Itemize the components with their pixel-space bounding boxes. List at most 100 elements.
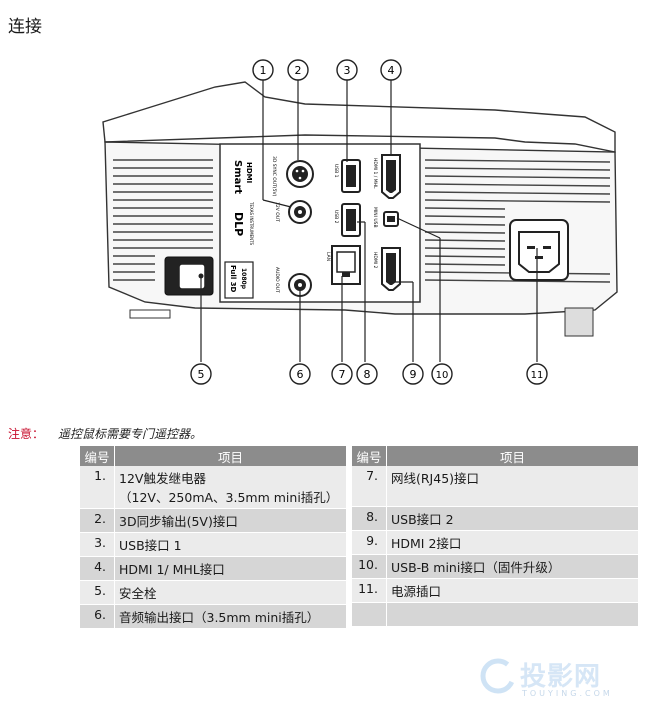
callout-3-num: 3 — [344, 64, 351, 77]
foot-left — [129, 309, 171, 319]
security-slot — [164, 256, 214, 296]
callout-9: 9 — [402, 363, 424, 385]
port-mini-usb — [383, 211, 399, 227]
callout-2-num: 2 — [295, 64, 302, 77]
callout-10-num: 10 — [436, 370, 449, 381]
note-label: 注意： — [8, 427, 45, 441]
callout-8-num: 8 — [364, 368, 371, 381]
row-number: 6. — [80, 604, 115, 629]
callout-5-num: 5 — [198, 368, 205, 381]
callout-6-num: 6 — [297, 368, 304, 381]
port-hdmi1 — [381, 154, 401, 199]
sync3d-label: 3D SYNC OUT(5V) — [271, 156, 277, 197]
row-item: 3D同步输出(5V)接口 — [114, 508, 346, 533]
table-row: 9. HDMI 2接口 — [352, 530, 638, 555]
port-12v-out — [288, 200, 312, 224]
row-number: 8. — [352, 506, 387, 531]
callout-5: 5 — [190, 363, 212, 385]
watermark-logo-icon — [480, 658, 517, 694]
callout-8: 8 — [356, 363, 378, 385]
note: 注意： 遥控鼠标需要专门遥控器。 — [8, 425, 202, 442]
miniusb-label: MINI USB — [372, 207, 378, 228]
page-title: 连接 — [8, 17, 42, 37]
full3d-badge — [224, 261, 254, 299]
callout-leaders — [200, 80, 538, 362]
port-usb2 — [341, 203, 361, 237]
watermark: 投影网 TOUYING.COM — [478, 652, 638, 708]
callout-4: 4 — [380, 59, 402, 81]
row-number: 10. — [352, 554, 387, 579]
table-row: 6. 音频输出接口（3.5mm mini插孔） — [80, 604, 346, 629]
port-lan — [331, 245, 361, 285]
full3d-text-b: 1080p — [240, 268, 247, 290]
table-row: 10. USB-B mini接口（固件升级） — [352, 554, 638, 579]
row-item: HDMI 2接口 — [386, 530, 638, 555]
projector-top-outline — [102, 81, 616, 153]
row-item: 12V触发继电器 （12V、250mA、3.5mm mini插孔） — [114, 466, 346, 509]
spec-table-right: 编号 项目 7. 网线(RJ45)接口 8. USB接口 2 9. HDMI 2… — [352, 446, 638, 627]
table-row: 8. USB接口 2 — [352, 506, 638, 531]
port-usb1 — [341, 159, 361, 193]
row-item: HDMI 1/ MHL接口 — [114, 556, 346, 581]
callout-11-num: 11 — [531, 370, 544, 381]
row-item-line: 12V触发继电器 — [119, 471, 206, 486]
smart-logo: Smart — [232, 160, 243, 194]
row-number: 1. — [80, 466, 115, 509]
row-item: USB接口 2 — [386, 506, 638, 531]
row-item: USB-B mini接口（固件升级） — [386, 554, 638, 579]
port-hdmi2 — [381, 247, 401, 291]
spec-table-left: 编号 项目 1. 12V触发继电器 （12V、250mA、3.5mm mini插孔… — [80, 446, 346, 629]
watermark-sub: TOUYING.COM — [522, 689, 613, 698]
full3d-text-a: Full 3D — [229, 265, 237, 293]
callout-7-num: 7 — [339, 368, 346, 381]
dlp-logo: DLP — [232, 212, 245, 236]
hdmi2-label: HDMI 2 — [372, 252, 378, 268]
callout-3: 3 — [336, 59, 358, 81]
hdmi1-label: HDMI 1 / MHL — [372, 158, 378, 189]
table-row: 7. 网线(RJ45)接口 — [352, 466, 638, 507]
table-row: 1. 12V触发继电器 （12V、250mA、3.5mm mini插孔） — [80, 466, 346, 509]
projector-rear-diagram: Smart HDMI DLP TEXAS INSTRUMENTS Full 3D… — [102, 59, 618, 385]
row-item — [386, 602, 638, 627]
col-header-item: 项目 — [386, 446, 638, 466]
row-item: 电源插口 — [386, 578, 638, 603]
callout-11: 11 — [526, 363, 548, 385]
audio-label: AUDIO OUT — [274, 267, 280, 293]
row-item: 音频输出接口（3.5mm mini插孔） — [114, 604, 346, 629]
row-item: USB接口 1 — [114, 532, 346, 557]
note-text: 遥控鼠标需要专门遥控器。 — [58, 427, 203, 441]
row-item: 网线(RJ45)接口 — [386, 466, 638, 507]
callout-2: 2 — [287, 59, 309, 81]
col-header-number: 编号 — [80, 446, 115, 466]
hdmi-logo: HDMI — [245, 162, 253, 183]
table-row: 3. USB接口 1 — [80, 532, 346, 557]
lan-label: LAN — [325, 252, 331, 261]
callout-10: 10 — [431, 363, 453, 385]
col-header-number: 编号 — [352, 446, 387, 466]
table-row: 5. 安全栓 — [80, 580, 346, 605]
power-socket — [509, 219, 569, 281]
row-number: 7. — [352, 466, 387, 507]
watermark-text: 投影网 — [520, 662, 602, 692]
out12v-label: 12V OUT — [274, 202, 280, 222]
col-header-item: 项目 — [114, 446, 346, 466]
foot-right — [564, 307, 594, 337]
table-row: 2. 3D同步输出(5V)接口 — [80, 508, 346, 533]
usb1-label: USB 1 — [333, 164, 339, 178]
right-vent-grille — [424, 159, 611, 283]
usb2-label: USB 2 — [333, 210, 339, 224]
port-3d-sync — [286, 160, 314, 188]
callout-4-num: 4 — [388, 64, 395, 77]
ti-label: TEXAS INSTRUMENTS — [249, 201, 254, 246]
row-number: 9. — [352, 530, 387, 555]
row-number: 11. — [352, 578, 387, 603]
row-item-line: （12V、250mA、3.5mm mini插孔） — [119, 490, 339, 505]
callout-7: 7 — [331, 363, 353, 385]
table-row: 4. HDMI 1/ MHL接口 — [80, 556, 346, 581]
callout-1-num: 1 — [260, 64, 267, 77]
left-vent-grille — [113, 159, 213, 281]
callout-1: 1 — [252, 59, 274, 81]
row-number: 4. — [80, 556, 115, 581]
row-item: 安全栓 — [114, 580, 346, 605]
table-row — [352, 602, 638, 627]
